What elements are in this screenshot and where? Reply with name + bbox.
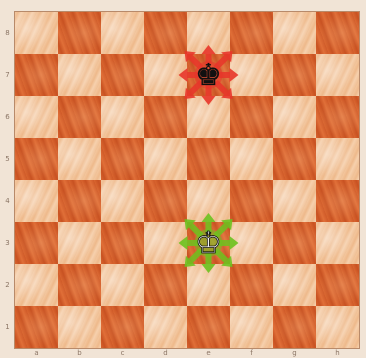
square-f3[interactable] (230, 222, 273, 264)
square-b8[interactable] (58, 12, 101, 54)
square-d1[interactable] (144, 306, 187, 348)
square-e8[interactable] (187, 12, 230, 54)
square-c4[interactable] (101, 180, 144, 222)
square-b7[interactable] (58, 54, 101, 96)
square-c1[interactable] (101, 306, 144, 348)
square-b6[interactable] (58, 96, 101, 138)
square-h1[interactable] (316, 306, 359, 348)
rank-label: 7 (0, 54, 15, 96)
file-label: h (316, 348, 359, 358)
file-labels: a b c d e f g h (15, 348, 359, 358)
square-b2[interactable] (58, 264, 101, 306)
square-e5[interactable] (187, 138, 230, 180)
rank-label: 8 (0, 12, 15, 54)
square-d2[interactable] (144, 264, 187, 306)
square-c8[interactable] (101, 12, 144, 54)
square-a8[interactable] (15, 12, 58, 54)
square-d8[interactable] (144, 12, 187, 54)
square-g3[interactable] (273, 222, 316, 264)
square-h6[interactable] (316, 96, 359, 138)
square-h3[interactable] (316, 222, 359, 264)
file-label: f (230, 348, 273, 358)
file-label: a (15, 348, 58, 358)
square-a5[interactable] (15, 138, 58, 180)
rank-label: 6 (0, 96, 15, 138)
rank-labels: 8 7 6 5 4 3 2 1 (0, 12, 15, 348)
square-h7[interactable] (316, 54, 359, 96)
square-f5[interactable] (230, 138, 273, 180)
file-label: c (101, 348, 144, 358)
square-g5[interactable] (273, 138, 316, 180)
square-g6[interactable] (273, 96, 316, 138)
square-f6[interactable] (230, 96, 273, 138)
square-b3[interactable] (58, 222, 101, 264)
square-a2[interactable] (15, 264, 58, 306)
square-g2[interactable] (273, 264, 316, 306)
square-f4[interactable] (230, 180, 273, 222)
square-c6[interactable] (101, 96, 144, 138)
square-g8[interactable] (273, 12, 316, 54)
square-d4[interactable] (144, 180, 187, 222)
square-f7[interactable] (230, 54, 273, 96)
square-f8[interactable] (230, 12, 273, 54)
square-f2[interactable] (230, 264, 273, 306)
square-a7[interactable] (15, 54, 58, 96)
file-label: e (187, 348, 230, 358)
square-c5[interactable] (101, 138, 144, 180)
rank-label: 1 (0, 306, 15, 348)
file-label: b (58, 348, 101, 358)
square-a4[interactable] (15, 180, 58, 222)
square-g7[interactable] (273, 54, 316, 96)
square-h8[interactable] (316, 12, 359, 54)
square-e1[interactable] (187, 306, 230, 348)
square-d6[interactable] (144, 96, 187, 138)
square-e2[interactable] (187, 264, 230, 306)
square-b5[interactable] (58, 138, 101, 180)
square-e3[interactable] (187, 222, 230, 264)
rank-label: 4 (0, 180, 15, 222)
square-a6[interactable] (15, 96, 58, 138)
square-b1[interactable] (58, 306, 101, 348)
square-d5[interactable] (144, 138, 187, 180)
square-d3[interactable] (144, 222, 187, 264)
square-c7[interactable] (101, 54, 144, 96)
file-label: d (144, 348, 187, 358)
square-e6[interactable] (187, 96, 230, 138)
square-h2[interactable] (316, 264, 359, 306)
square-b4[interactable] (58, 180, 101, 222)
square-h5[interactable] (316, 138, 359, 180)
file-label: g (273, 348, 316, 358)
rank-label: 2 (0, 264, 15, 306)
square-c3[interactable] (101, 222, 144, 264)
square-g4[interactable] (273, 180, 316, 222)
rank-label: 3 (0, 222, 15, 264)
chess-board[interactable] (15, 12, 359, 348)
square-a3[interactable] (15, 222, 58, 264)
square-f1[interactable] (230, 306, 273, 348)
square-g1[interactable] (273, 306, 316, 348)
square-h4[interactable] (316, 180, 359, 222)
square-e4[interactable] (187, 180, 230, 222)
square-c2[interactable] (101, 264, 144, 306)
square-e7[interactable] (187, 54, 230, 96)
square-d7[interactable] (144, 54, 187, 96)
square-a1[interactable] (15, 306, 58, 348)
rank-label: 5 (0, 138, 15, 180)
